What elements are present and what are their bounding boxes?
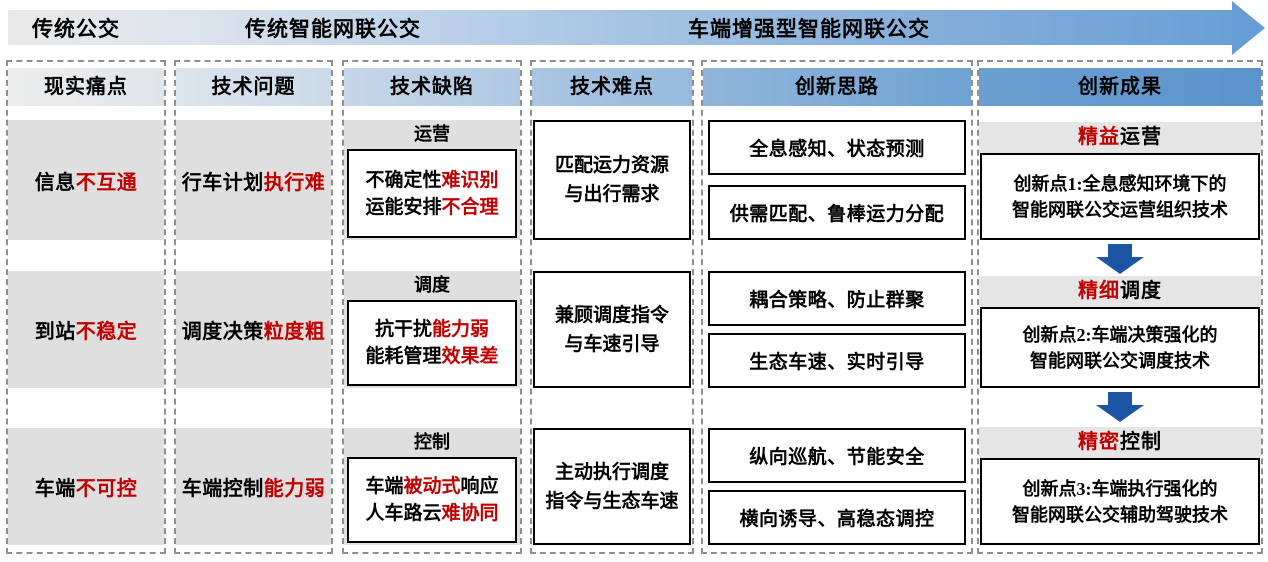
- challenge-line: 兼顾调度指令: [554, 304, 669, 326]
- result-line: 创新点3:车端执行强化的: [1022, 478, 1218, 499]
- pain-point-cell: 车端不可控: [8, 428, 164, 545]
- stage-label-traditional: 传统公交: [32, 17, 120, 41]
- column-pain-points: 现实痛点 信息不互通 到站不稳定 车端不可控: [6, 60, 166, 554]
- column-tech-problems: 技术问题 行车计划执行难 调度决策粒度粗 车端控制能力弱: [174, 60, 333, 554]
- defect-category-label: 调度: [414, 275, 450, 295]
- result-box: 创新点3:车端执行强化的 智能网联公交辅助驾驶技术: [980, 458, 1260, 545]
- result-line: 创新点1:全息感知环境下的: [1013, 173, 1227, 194]
- challenge-box: 主动执行调度 指令与生态车速: [533, 428, 691, 545]
- pain-point-cell: 到站不稳定: [8, 271, 164, 388]
- tech-problem-cell: 调度决策粒度粗: [176, 271, 331, 388]
- column-innovation-results: 创新成果 精益运营 创新点1:全息感知环境下的 智能网联公交运营组织技术 精细调…: [977, 60, 1263, 554]
- column-innovation-ideas: 创新思路 全息感知、状态预测 供需匹配、鲁棒运力分配 耦合策略、防止群聚 生态车…: [701, 60, 973, 554]
- down-arrow-icon: [979, 244, 1261, 274]
- idea-box: 全息感知、状态预测: [708, 120, 966, 175]
- defect-line: 人车路云难协同: [365, 503, 499, 524]
- stage-arrow-head-icon: [1232, 1, 1265, 55]
- idea-box: 横向诱导、高稳态调控: [708, 490, 966, 545]
- challenge-line: 与出行需求: [564, 184, 660, 205]
- result-line: 智能网联公交辅助驾驶技术: [1012, 504, 1228, 525]
- tech-problem-cell: 行车计划执行难: [176, 120, 331, 240]
- challenge-line: 指令与生态车速: [545, 490, 679, 512]
- pain-point-cell: 信息不互通: [8, 120, 164, 240]
- defect-cell-control: 控制 车端被动式响应 人车路云难协同: [344, 428, 520, 545]
- result-title: 精细调度: [979, 276, 1261, 307]
- defect-box: 不确定性难识别 运能安排不合理: [347, 149, 517, 238]
- stage-label-traditional-icv: 传统智能网联公交: [245, 17, 421, 41]
- result-line: 智能网联公交调度技术: [1030, 350, 1210, 371]
- defect-category-label: 控制: [414, 432, 450, 452]
- result-line: 创新点2:车端决策强化的: [1022, 324, 1218, 345]
- defect-line: 运能安排不合理: [365, 196, 499, 218]
- defect-line: 能耗管理效果差: [365, 346, 499, 367]
- column-tech-challenges: 技术难点 匹配运力资源 与出行需求 兼顾调度指令 与车速引导 主动执行调度 指令…: [530, 60, 694, 554]
- column-header-pain-points: 现实痛点: [8, 68, 164, 106]
- defect-cell-operation: 运营 不确定性难识别 运能安排不合理: [344, 120, 520, 240]
- column-header-tech-problems: 技术问题: [176, 68, 331, 106]
- challenge-line: 主动执行调度: [554, 461, 669, 483]
- result-group-operation: 精益运营 创新点1:全息感知环境下的 智能网联公交运营组织技术: [979, 122, 1261, 240]
- challenge-line: 与车速引导: [564, 333, 660, 355]
- result-box: 创新点1:全息感知环境下的 智能网联公交运营组织技术: [980, 153, 1260, 240]
- stage-arrow-body: [8, 10, 1234, 45]
- defect-box: 车端被动式响应 人车路云难协同: [347, 457, 517, 543]
- column-tech-defects: 技术缺陷 运营 不确定性难识别 运能安排不合理 调度 抗干扰能力弱 能耗管理效果…: [342, 60, 522, 554]
- idea-pair: 全息感知、状态预测 供需匹配、鲁棒运力分配: [703, 120, 971, 240]
- defect-cell-dispatch: 调度 抗干扰能力弱 能耗管理效果差: [344, 271, 520, 388]
- result-group-control: 精密控制 创新点3:车端执行强化的 智能网联公交辅助驾驶技术: [979, 427, 1261, 545]
- result-line: 智能网联公交运营组织技术: [1012, 199, 1228, 220]
- result-box: 创新点2:车端决策强化的 智能网联公交调度技术: [980, 307, 1260, 388]
- defect-box: 抗干扰能力弱 能耗管理效果差: [347, 300, 517, 386]
- result-title: 精密控制: [979, 427, 1261, 458]
- challenge-line: 匹配运力资源: [554, 155, 669, 176]
- defect-line: 抗干扰能力弱: [374, 319, 490, 340]
- stage-label-enhanced-icv: 车端增强型智能网联公交: [688, 17, 930, 41]
- challenge-box: 匹配运力资源 与出行需求: [533, 120, 691, 240]
- tech-problem-cell: 车端控制能力弱: [176, 428, 331, 545]
- idea-pair: 纵向巡航、节能安全 横向诱导、高稳态调控: [703, 428, 971, 545]
- result-group-dispatch: 精细调度 创新点2:车端决策强化的 智能网联公交调度技术: [979, 276, 1261, 388]
- defect-category-label: 运营: [414, 124, 450, 144]
- column-header-tech-challenges: 技术难点: [532, 68, 692, 106]
- defect-line: 不确定性难识别: [365, 169, 499, 191]
- column-header-innovation-ideas: 创新思路: [703, 68, 971, 106]
- result-title: 精益运营: [979, 122, 1261, 153]
- column-header-innovation-results: 创新成果: [979, 68, 1261, 106]
- idea-box: 生态车速、实时引导: [708, 333, 966, 388]
- idea-box: 纵向巡航、节能安全: [708, 428, 966, 483]
- challenge-box: 兼顾调度指令 与车速引导: [533, 271, 691, 388]
- column-header-tech-defects: 技术缺陷: [344, 68, 520, 106]
- defect-line: 车端被动式响应: [365, 476, 499, 497]
- down-arrow-icon: [979, 392, 1261, 422]
- idea-box: 耦合策略、防止群聚: [708, 271, 966, 326]
- idea-pair: 耦合策略、防止群聚 生态车速、实时引导: [703, 271, 971, 388]
- idea-box: 供需匹配、鲁棒运力分配: [708, 185, 966, 240]
